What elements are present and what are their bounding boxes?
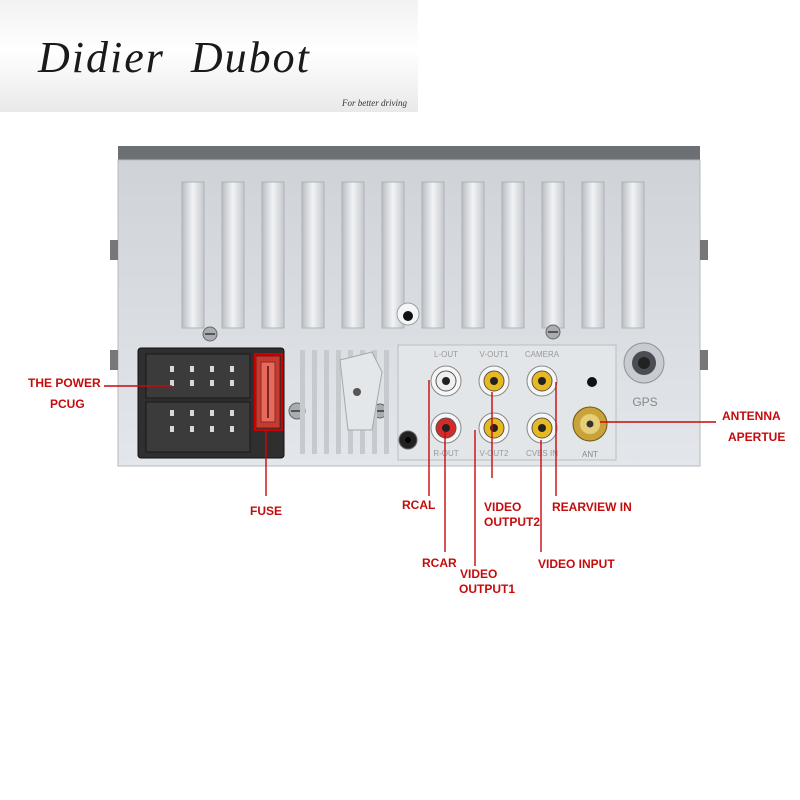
heatsink-fin [261,181,285,329]
heatsink-fin [221,181,245,329]
connector-pin [190,366,194,372]
heatsink-fin [421,181,445,329]
bracket-hole [353,388,361,396]
connector-pin [190,410,194,416]
callout-lines [104,380,716,566]
port-label: CVBS IN [526,449,558,458]
callout-power: THE POWER [28,376,101,390]
connector-pin [230,380,234,386]
heatsink-fins [181,181,645,329]
connector-pin [170,380,174,386]
port-label: R-OUT [433,449,458,458]
connector-pin [230,366,234,372]
connector-pin [210,410,214,416]
side-clip-left-lower [110,350,118,370]
heatsink-fin [381,181,405,329]
connector-pins [170,366,234,432]
port-label: V-OUT2 [480,449,509,458]
callout-rearview-in: REARVIEW IN [552,500,632,514]
port-label: V-OUT1 [480,350,509,359]
connector-pin [210,380,214,386]
connector-pin [210,366,214,372]
ant-label: ANT [582,450,598,459]
callout-fuse: FUSE [250,504,283,518]
callout-video-input: VIDEO INPUT [538,557,615,571]
connector-pin [230,426,234,432]
vent-slot [324,350,329,454]
callout-pcug: PCUG [50,397,85,411]
heatsink-fin [581,181,605,329]
brand-logo-text: Didier Dubot [38,33,311,82]
mount-hole-inner [403,311,413,321]
callout-video-output2-line1: VIDEO [484,500,522,514]
side-clip-left [110,240,118,260]
power-connector [137,347,285,459]
connector-pin [210,426,214,432]
fuse [255,355,281,429]
connector-pin [170,410,174,416]
vent-slot [384,350,389,454]
port-label: CAMERA [525,350,560,359]
brand-banner: Didier Dubot For better driving [0,0,418,112]
heatsink-fin [621,181,645,329]
side-clip-right [700,240,708,260]
heatsink-fin [181,181,205,329]
port-label: L-OUT [434,350,458,359]
callout-antenna: ANTENNA [722,409,781,423]
vent-slot [336,350,341,454]
gps-label: GPS [632,395,657,409]
gps-antenna-area: GPS ANT [572,342,665,459]
heatsink-fin [301,181,325,329]
callout-rcal: RCAL [402,498,436,512]
connector-pin [170,426,174,432]
connector-pin [190,426,194,432]
bracket-tab [339,351,383,431]
connector-pin [190,380,194,386]
callout-apertue: APERTUE [728,430,786,444]
callout-rcar: RCAR [422,556,457,570]
heatsink-fin [501,181,525,329]
fuse-highlight-box [254,353,283,431]
heatsink-fin [341,181,365,329]
connector-pin [230,410,234,416]
heatsink-fin [461,181,485,329]
vent-slot [312,350,317,454]
brand-tagline: For better driving [342,98,407,108]
callout-video-output1-line1: VIDEO [460,567,498,581]
connector-pin [170,366,174,372]
vent-slot [300,350,305,454]
heatsink-fin [541,181,565,329]
callout-video-output1-line2: OUTPUT1 [459,582,516,596]
rca-port-block: L-OUT V-OUT1 CAMERA R-OUT V-OUT2 CVBS IN [397,344,617,461]
side-clip-right-lower [700,350,708,370]
callout-video-output2-line2: OUTPUT2 [484,515,541,529]
indicator-hole [587,377,597,387]
